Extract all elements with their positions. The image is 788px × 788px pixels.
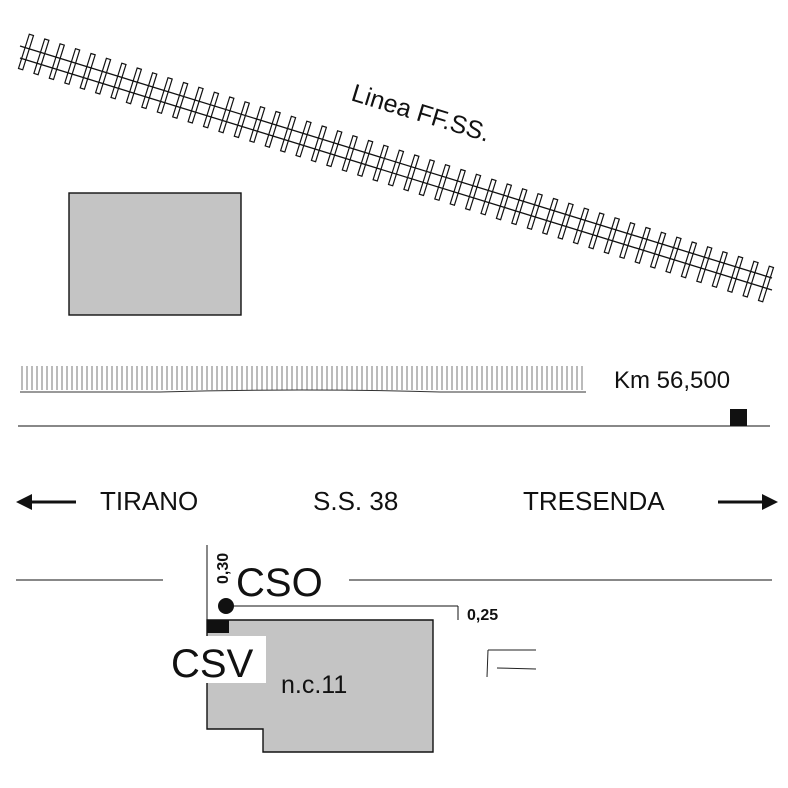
railway-sleeper [310, 125, 328, 163]
railway-sleeper [495, 183, 513, 221]
railway-sleeper [418, 159, 436, 197]
railway-sleeper [557, 202, 574, 240]
vertical-offset-label: 0,30 [215, 553, 232, 584]
railway-sleeper [711, 250, 728, 289]
csv-marker [207, 620, 229, 633]
railway-sleeper [156, 76, 173, 115]
scale-ticks [21, 366, 583, 390]
building-label: n.c.11 [281, 671, 347, 699]
railway-sleeper [541, 197, 559, 235]
railway-sleeper [341, 134, 358, 173]
railway-sleeper [17, 33, 35, 71]
railway-sleeper [48, 43, 66, 81]
railway-sleeper [480, 178, 497, 216]
railway-sleeper [511, 188, 528, 226]
cso-marker [218, 598, 234, 614]
railway-sleeper [572, 207, 590, 245]
right-direction-label: TRESENDA [523, 486, 665, 516]
railway-sleeper [619, 221, 636, 260]
sketch-mark [486, 649, 537, 678]
railway-sleeper [696, 246, 713, 284]
railway-sleeper [387, 149, 405, 187]
railway-sleeper [233, 101, 251, 139]
railway-sleeper [464, 173, 482, 211]
railway-sleeper [649, 231, 667, 269]
railway-rail-lower [19, 57, 773, 291]
railway-sleeper [110, 62, 127, 100]
scale-baseline [20, 389, 586, 393]
railway-sleeper [588, 212, 605, 250]
railway-sleeper [356, 139, 374, 177]
railway-sleeper [64, 47, 81, 86]
csv-label-background [170, 636, 266, 683]
railway-sleeper [742, 260, 759, 298]
km-label: Km 56,500 [614, 367, 730, 394]
railway-sleeper [171, 81, 189, 119]
railway-sleeper [202, 91, 220, 129]
railway-sleeper [665, 236, 682, 274]
railway-sleeper [526, 192, 543, 231]
railway-sleeper [757, 265, 775, 303]
railway-sleeper [634, 226, 651, 264]
csv-label: CSV [171, 642, 254, 686]
railway-sleeper [33, 38, 50, 76]
railway-sleeper [279, 115, 297, 153]
railway-sleeper [326, 130, 343, 168]
railway-sleeper [249, 105, 266, 144]
railway-rail-upper [19, 45, 773, 279]
railway-sleeper [218, 96, 235, 134]
km-marker [730, 409, 747, 426]
railway-sleeper [449, 168, 466, 206]
railway-label: Linea FF.SS. [348, 79, 493, 148]
kilometer-scale [20, 366, 586, 393]
left-arrow [16, 494, 76, 510]
horizontal-offset-label: 0,25 [467, 607, 498, 624]
railway-sleeper [94, 57, 112, 95]
railway-sleeper [434, 163, 451, 202]
railway-sleeper [264, 110, 281, 148]
cso-label: CSO [236, 561, 323, 605]
railway-sleeper [141, 72, 158, 110]
railway-sleeper [680, 241, 698, 279]
railway-sleeper [726, 255, 744, 293]
railway-sleeper [603, 217, 621, 255]
railway-sleeper [79, 52, 96, 90]
road-name-label: S.S. 38 [313, 486, 398, 516]
right-arrow [718, 494, 778, 510]
railway-sleeper [187, 86, 204, 124]
railway-sleeper [372, 144, 389, 182]
left-direction-label: TIRANO [100, 486, 198, 516]
upper-building [68, 192, 242, 316]
railway-sleepers [17, 33, 775, 303]
railway-sleeper [403, 154, 420, 192]
cso-label-background [236, 560, 332, 600]
railway-sleeper [125, 67, 143, 105]
railway-sleeper [295, 120, 312, 158]
